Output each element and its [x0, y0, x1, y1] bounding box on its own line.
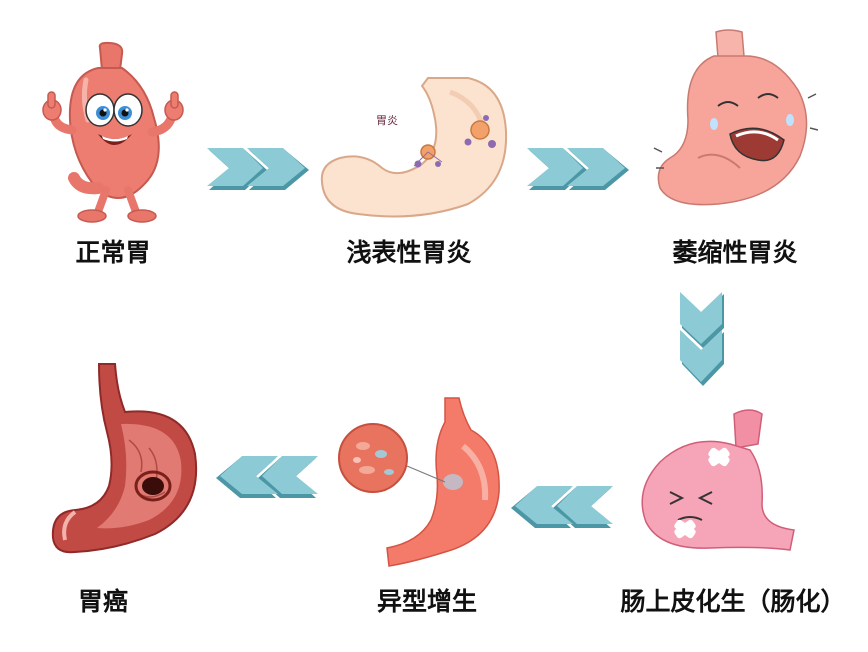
arrow-left-1-icon: [505, 478, 615, 538]
stage-label-superficial: 浅表性胃炎: [346, 238, 472, 267]
stage-label-metaplasia: 肠上皮化生（肠化）: [620, 587, 846, 616]
stage-gastric-cancer: [45, 362, 210, 567]
stage-normal-stomach: [28, 40, 198, 225]
stage-dysplasia: [335, 396, 505, 571]
stage-label-dysplasia: 异型增生: [376, 587, 477, 616]
arrow-right-2-icon: [525, 140, 635, 200]
gastritis-tag: 胃炎: [376, 114, 398, 127]
stage-label-atrophic: 萎缩性胃炎: [672, 238, 798, 267]
arrow-left-2-icon: [210, 448, 320, 508]
arrow-down-icon: [672, 290, 734, 390]
normal-stomach-illustration: [42, 41, 184, 223]
stage-atrophic-gastritis: [648, 28, 818, 218]
metaplasia-illustration: [641, 409, 795, 551]
stage-superficial-gastritis: [318, 72, 518, 222]
stage-intestinal-metaplasia: [630, 404, 800, 554]
atrophic-gastritis-illustration: [653, 29, 818, 206]
superficial-gastritis-illustration: [320, 77, 508, 218]
arrow-right-1-icon: [205, 140, 315, 200]
gastric-cancer-illustration: [51, 363, 198, 554]
stage-label-cancer: 胃癌: [77, 587, 128, 616]
dysplasia-illustration: [338, 397, 500, 567]
stage-label-normal: 正常胃: [75, 238, 151, 267]
